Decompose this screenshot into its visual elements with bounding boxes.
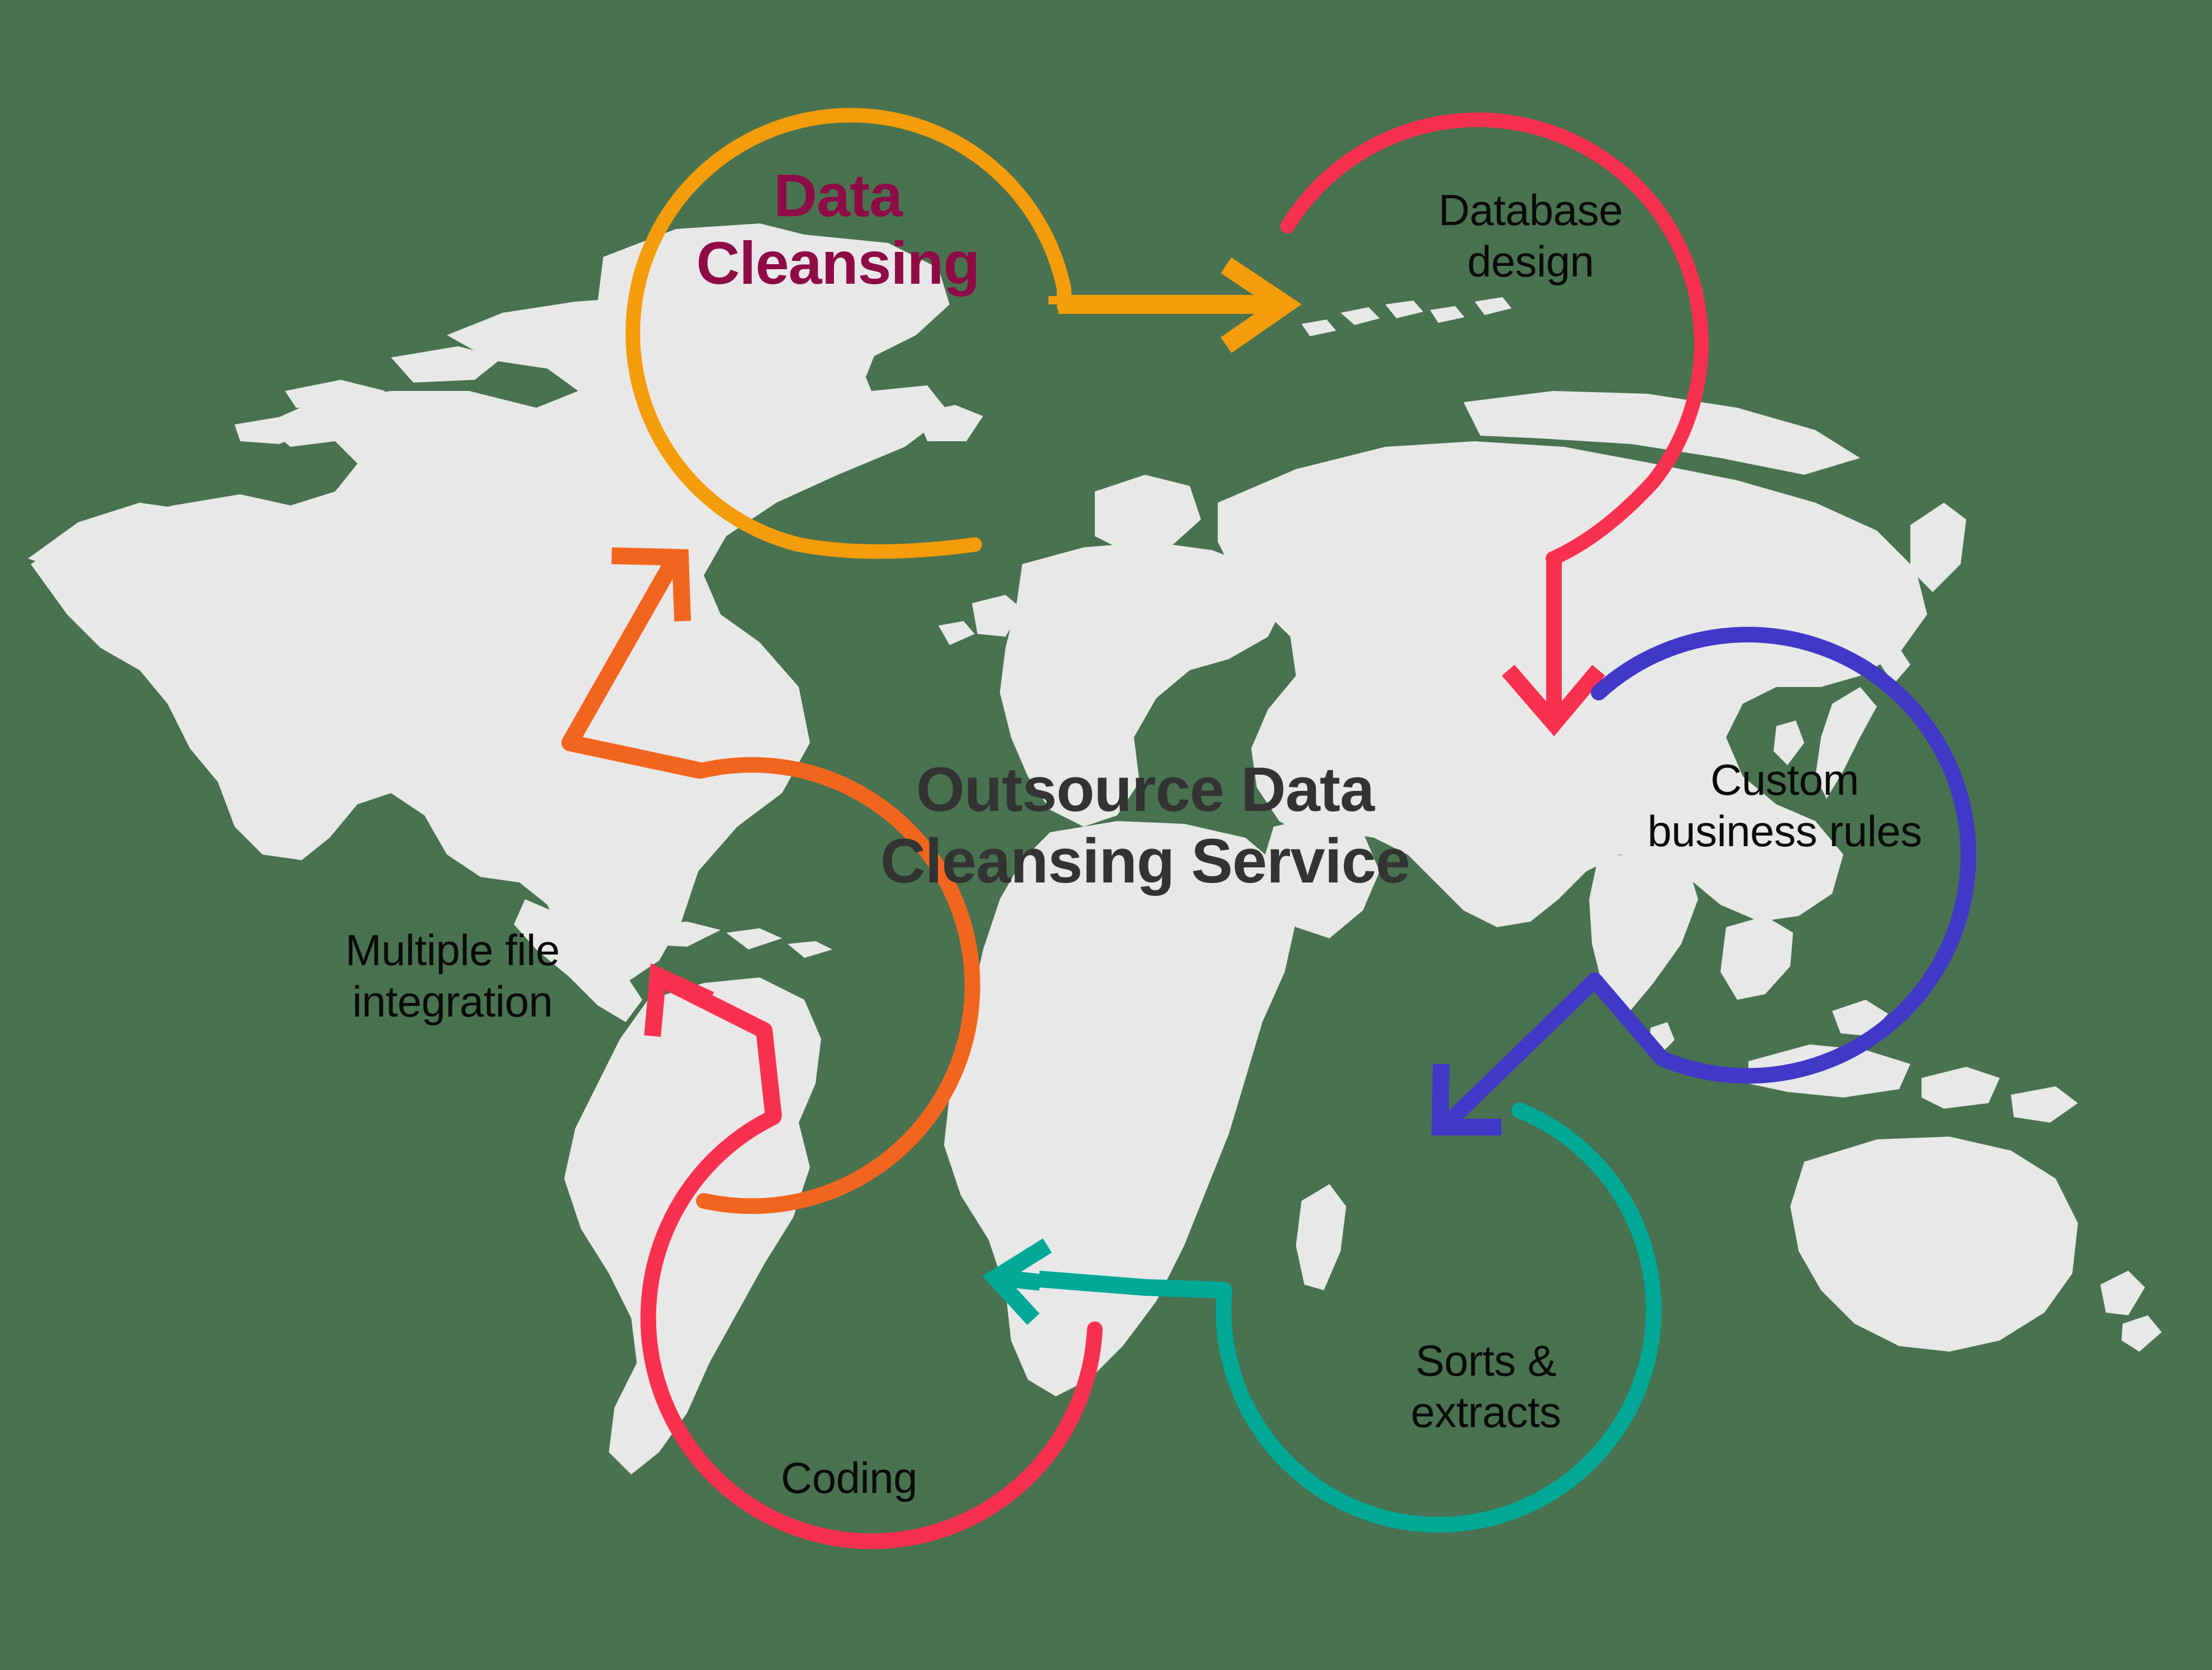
indigo-arrow [1431, 627, 1976, 1135]
label-sorts-extracts: Sorts & extracts [1410, 1336, 1561, 1437]
label-multiple-file-integration: Multiple file integration [345, 925, 560, 1027]
teal-arrow [982, 1103, 1662, 1533]
label-database-design: Database design [1438, 185, 1623, 287]
label-coding: Coding [780, 1453, 918, 1502]
orange-red-arrow [561, 547, 980, 1214]
label-custom-business-rules: Custom business rules [1647, 755, 1922, 856]
page-title: Outsource Data Cleansing Service [880, 755, 1410, 896]
pink-arrow [640, 963, 1103, 1549]
crimson-arrow [1280, 112, 1709, 737]
orange-arrow [625, 108, 1302, 559]
brand-title: Data Cleansing [696, 161, 980, 297]
